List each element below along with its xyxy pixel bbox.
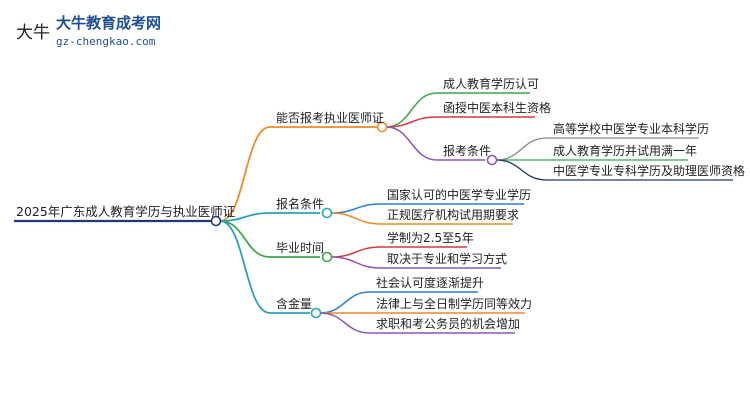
child-topic: 法律上与全日制学历同等效力 xyxy=(376,297,533,311)
collapse-toggle-icon[interactable] xyxy=(376,121,388,133)
leaf-topic: 成人教育学历并试用满一年 xyxy=(553,144,698,158)
child-connector xyxy=(330,256,501,269)
branch-connector xyxy=(219,220,310,314)
child-topic: 正规医疗机构试用期要求 xyxy=(387,208,520,222)
collapse-toggle-icon[interactable] xyxy=(210,215,222,227)
leaf-connector xyxy=(495,159,733,181)
child-topic: 函授中医本科生资格 xyxy=(443,101,552,115)
child-topic: 报考条件 xyxy=(443,144,492,158)
branch-topic: 能否报考执业医师证 xyxy=(276,111,385,125)
child-connector xyxy=(385,116,535,128)
branch-topic: 含金量 xyxy=(276,297,313,311)
child-connector xyxy=(385,92,530,128)
child-connector xyxy=(385,126,485,161)
leaf-connector xyxy=(495,137,699,161)
brand-name: 大牛教育成考网 xyxy=(56,14,162,32)
brand-logo: 大牛 大牛教育成考网 gz-chengkao.com xyxy=(14,10,214,54)
branch-connector xyxy=(219,220,320,258)
collapse-toggle-icon[interactable] xyxy=(321,207,333,219)
branch-connector xyxy=(219,126,378,222)
brand-mascot-icon: 大牛 xyxy=(16,23,50,43)
brand-url: gz-chengkao.com xyxy=(56,35,156,48)
child-topic: 国家认可的中医学专业学历 xyxy=(387,188,532,202)
leaf-topic: 高等学校中医学专业本科学历 xyxy=(553,122,710,136)
child-topic: 取决于专业和学习方式 xyxy=(387,252,508,266)
child-topic: 求职和考公务员的机会增加 xyxy=(376,317,521,331)
collapse-toggle-icon[interactable] xyxy=(310,307,322,319)
child-topic: 社会认可度逐渐提升 xyxy=(376,276,485,290)
branch-topic: 报名条件 xyxy=(276,197,325,211)
collapse-toggle-icon[interactable] xyxy=(486,154,498,166)
collapse-toggle-icon[interactable] xyxy=(321,251,333,263)
child-topic: 学制为2.5至5年 xyxy=(387,231,474,245)
child-topic: 成人教育学历认可 xyxy=(443,77,540,91)
child-connector xyxy=(319,312,515,334)
branch-topic: 毕业时间 xyxy=(276,241,325,255)
child-connector xyxy=(330,212,513,225)
branch-connector xyxy=(219,212,320,222)
leaf-topic: 中医学专业专科学历及助理医师资格 xyxy=(553,164,746,178)
root-topic: 2025年广东成人教育学历与执业医师证 xyxy=(16,204,236,219)
